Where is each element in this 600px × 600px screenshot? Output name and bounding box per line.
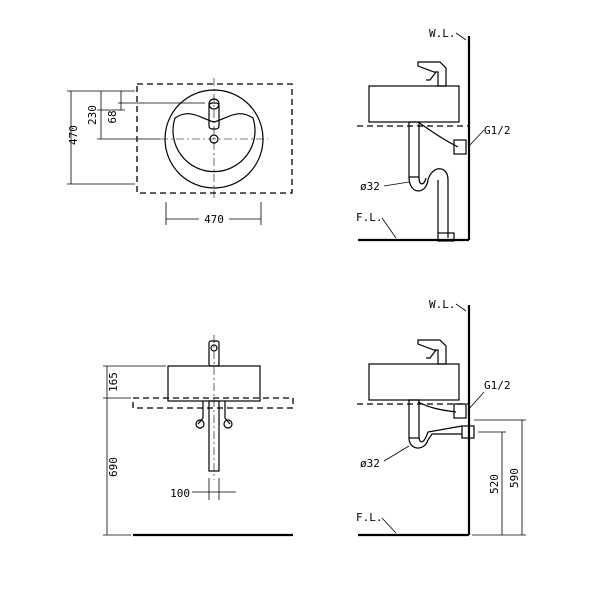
front-view: 165 690 100	[103, 335, 294, 537]
tap-side-lower	[417, 339, 447, 365]
tap-spout-lower	[426, 349, 437, 359]
pipe-diameter-label-upper: ø32	[360, 180, 380, 193]
basin-bowl-inner	[172, 113, 256, 173]
dim-tap-offset: 68	[106, 110, 119, 123]
wall-level-label-lower: W.L.	[429, 298, 456, 311]
supply-hose-lower	[417, 401, 457, 413]
tap-spout-upper	[426, 71, 437, 81]
label-leader	[455, 32, 467, 41]
drain-pipe-upper	[408, 121, 420, 178]
label-leader	[381, 517, 397, 534]
label-leader	[381, 217, 397, 239]
top-view: 470 230 68 470	[67, 78, 293, 226]
counter-outline-top	[136, 83, 293, 194]
dim-front-height-floor: 690	[107, 457, 120, 477]
supply-left-front	[197, 401, 204, 425]
thread-label-lower: G1/2	[484, 379, 511, 392]
angle-valve-upper	[453, 139, 467, 155]
dim-front-height-basin: 165	[107, 372, 120, 392]
dim-basin-offset: 230	[86, 105, 99, 125]
valve-right-front	[223, 419, 233, 429]
tap-side-upper	[417, 61, 447, 87]
dim-side-inlet-height: 520	[488, 474, 501, 494]
label-leader	[383, 445, 410, 462]
label-leader	[455, 303, 467, 312]
label-leader	[467, 129, 485, 148]
counter-outline-front	[132, 397, 294, 409]
label-leader	[467, 391, 485, 411]
floor-level-label-lower: F.L.	[356, 511, 383, 524]
valve-left-front	[195, 419, 205, 429]
wall-outlet-lower	[461, 425, 475, 439]
trap-bend-inner-upper	[418, 176, 427, 185]
trap-bend-upper	[408, 168, 449, 238]
side-view-upper: W.L. G1/2 ø32 F.L.	[356, 27, 511, 242]
basin-side-lower	[368, 363, 460, 401]
dim-top-height: 470	[67, 125, 80, 145]
wall-level-label-upper: W.L.	[429, 27, 456, 40]
angle-valve-lower	[453, 403, 467, 419]
trap-bend-inner-lower	[418, 425, 463, 443]
pipe-diameter-label-lower: ø32	[360, 457, 380, 470]
floor-level-label-upper: F.L.	[356, 211, 383, 224]
supply-right-front	[224, 401, 231, 425]
label-leader	[383, 181, 410, 187]
basin-side-upper	[368, 85, 460, 123]
thread-label-upper: G1/2	[484, 124, 511, 137]
side-view-lower: W.L. G1/2 ø32 F.L. 520 590	[356, 298, 526, 537]
drain-pipe-lower	[408, 399, 420, 439]
dim-front-tap-spacing: 100	[170, 487, 190, 500]
trap-bend-lower	[408, 433, 462, 449]
dim-top-width: 470	[204, 213, 224, 226]
dim-side-outlet-height: 590	[508, 468, 521, 488]
